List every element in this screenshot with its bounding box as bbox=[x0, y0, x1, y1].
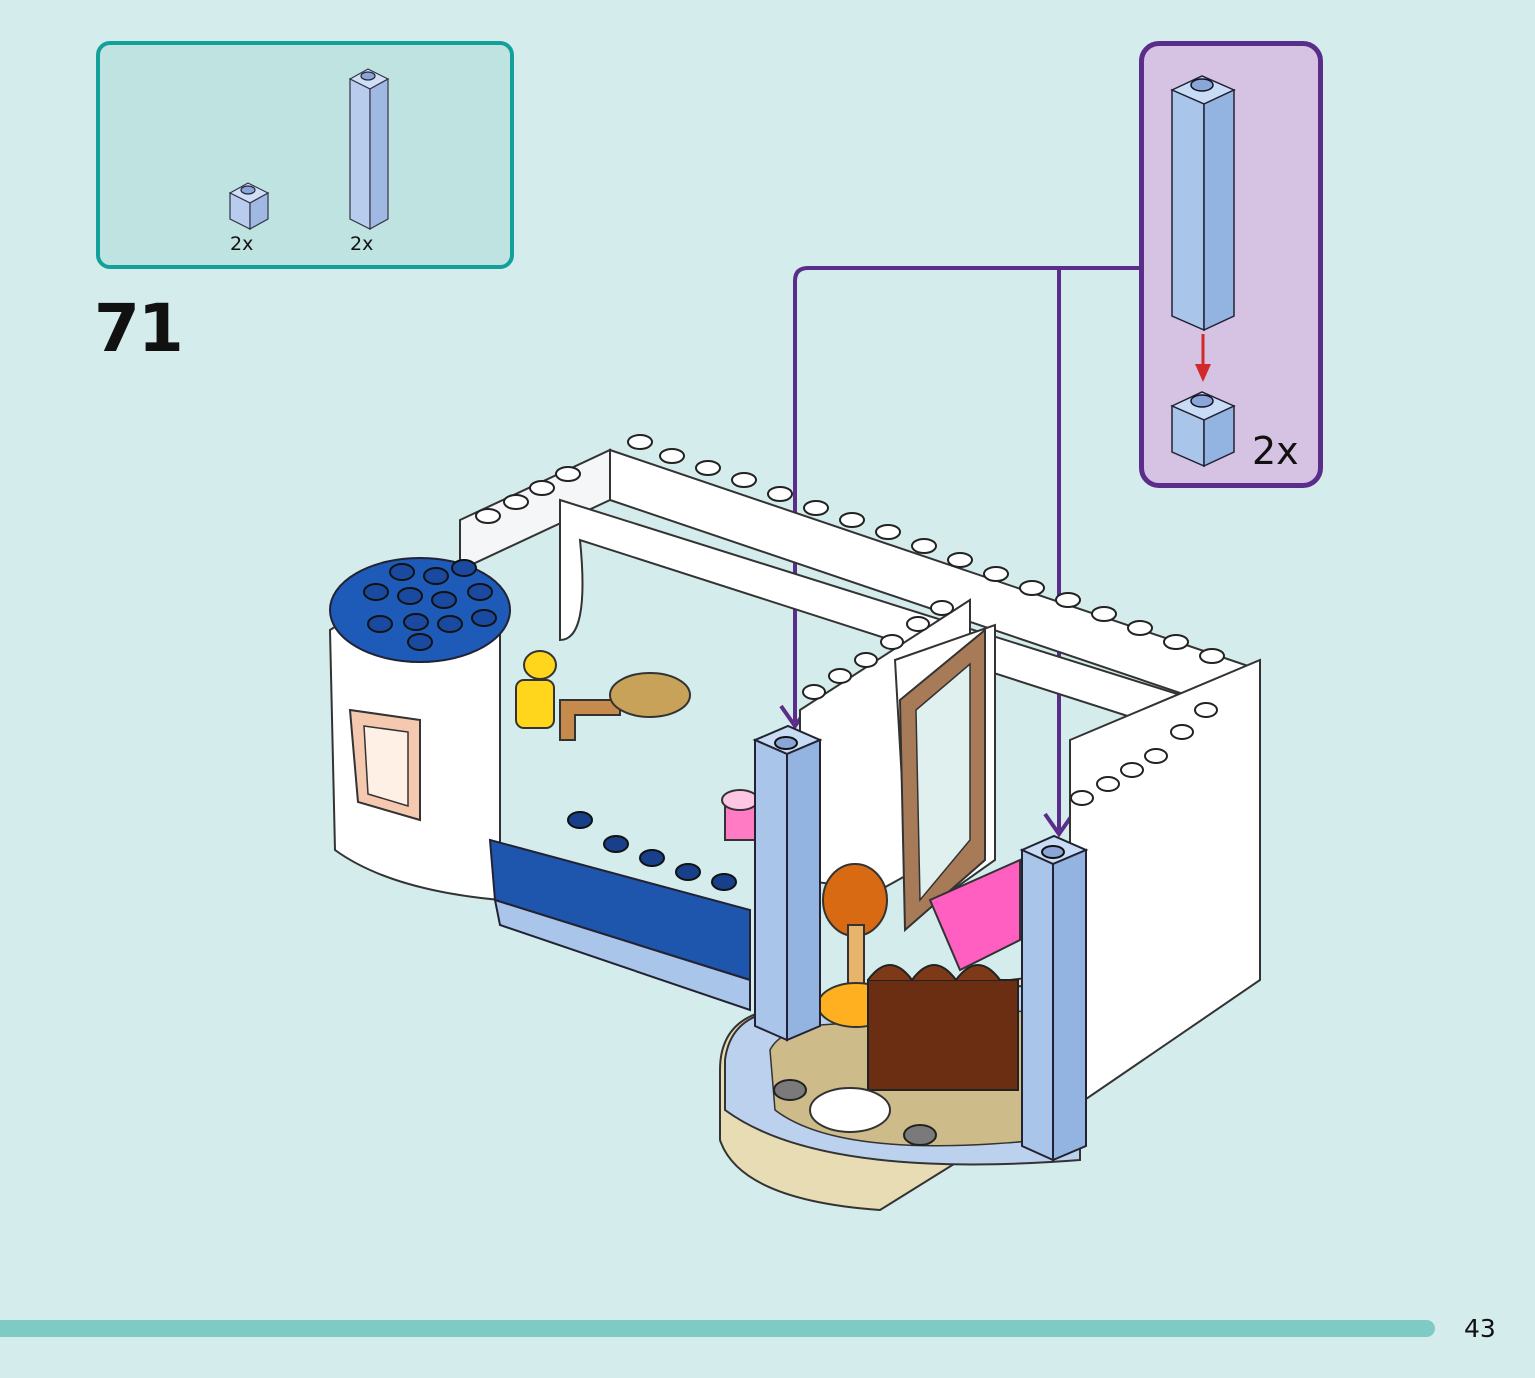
callout-qty: 2x bbox=[1252, 429, 1299, 473]
parts-qty-2: 2x bbox=[350, 233, 374, 255]
lego-build-model-illustration bbox=[328, 434, 1261, 1212]
footer-progress-bar bbox=[0, 1320, 1435, 1337]
parts-list-box: 2x 2x bbox=[96, 41, 514, 269]
light-blue-1x1x5-brick-icon bbox=[348, 68, 390, 231]
placed-column-right bbox=[1019, 834, 1089, 1162]
brick-stack-assembly-icon bbox=[1170, 75, 1236, 468]
parts-qty-1: 2x bbox=[230, 233, 254, 255]
light-blue-1x1-brick-icon bbox=[228, 182, 270, 231]
subassembly-callout: 2x bbox=[1139, 41, 1323, 488]
page-number: 43 bbox=[1464, 1314, 1496, 1343]
step-number: 71 bbox=[94, 290, 184, 367]
placed-column-left bbox=[752, 724, 823, 1042]
